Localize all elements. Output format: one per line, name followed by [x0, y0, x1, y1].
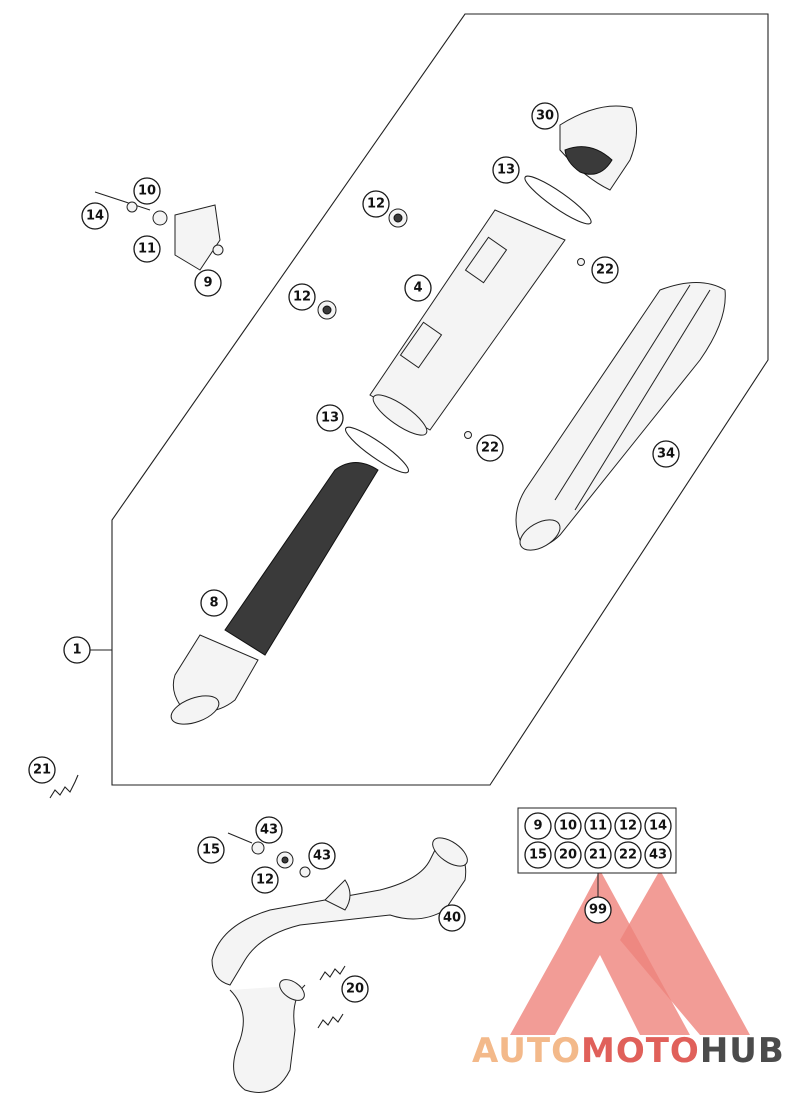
muffler-inner-tube-part: [369, 209, 566, 436]
svg-text:22: 22: [481, 441, 499, 456]
callout-43-upper: 43: [255, 816, 283, 844]
end-cap-part: [559, 105, 637, 191]
callout-14-bracket: 14: [81, 202, 109, 230]
svg-text:22: 22: [619, 848, 637, 863]
callout-99: 99: [584, 896, 612, 924]
callout-22-upper: 22: [591, 256, 619, 284]
svg-text:10: 10: [138, 184, 156, 199]
kit-cell: 43: [644, 841, 672, 869]
svg-text:9: 9: [203, 276, 212, 291]
svg-text:13: 13: [497, 163, 515, 178]
kit-cell: 11: [584, 812, 612, 840]
screw-lower: [464, 431, 472, 439]
kit-cell: 15: [524, 841, 552, 869]
kit-cell: 14: [644, 812, 672, 840]
svg-text:9: 9: [533, 819, 542, 834]
kit-cell: 10: [554, 812, 582, 840]
o-ring-upper: [524, 175, 592, 225]
svg-text:11: 11: [589, 819, 607, 834]
callout-12-middle: 12: [288, 283, 316, 311]
callout-21: 21: [28, 756, 56, 784]
assembly-boundary: [111, 13, 769, 786]
svg-text:15: 15: [202, 843, 220, 858]
svg-text:21: 21: [33, 763, 51, 778]
kit-cell: 9: [524, 812, 552, 840]
svg-text:12: 12: [367, 197, 385, 212]
header-hardware: [227, 832, 311, 878]
watermark-text: AUTOMOTOHUB: [472, 1031, 785, 1071]
svg-text:14: 14: [649, 819, 667, 834]
spring-21: [49, 774, 79, 799]
kit-cell: 20: [554, 841, 582, 869]
callout-43-lower: 43: [308, 842, 336, 870]
callout-12-lower: 12: [251, 866, 279, 894]
svg-text:11: 11: [138, 242, 156, 257]
svg-text:12: 12: [619, 819, 637, 834]
svg-text:13: 13: [321, 411, 339, 426]
callout-40: 40: [438, 904, 466, 932]
svg-text:20: 20: [346, 982, 364, 997]
callout-10: 10: [133, 177, 161, 205]
kit-cell: 21: [584, 841, 612, 869]
callout-11: 11: [133, 235, 161, 263]
callout-9: 9: [194, 269, 222, 297]
svg-text:15: 15: [529, 848, 547, 863]
watermark-auto: AUTO: [472, 1031, 581, 1071]
kit-cell: 12: [614, 812, 642, 840]
svg-text:1: 1: [72, 643, 81, 658]
svg-text:4: 4: [413, 281, 422, 296]
callout-13-upper: 13: [492, 156, 520, 184]
watermark-hub: HUB: [700, 1031, 785, 1071]
callout-13-lower: 13: [316, 404, 344, 432]
grommet-upper: [388, 208, 408, 228]
callout-30: 30: [531, 102, 559, 130]
spring-20-upper: [319, 965, 346, 981]
header-pipe-part: [211, 837, 468, 1093]
watermark-moto: MOTO: [581, 1031, 700, 1071]
svg-text:10: 10: [559, 819, 577, 834]
svg-text:43: 43: [260, 823, 278, 838]
o-ring-lower: [344, 426, 410, 474]
svg-text:43: 43: [313, 849, 331, 864]
callout-12-upper: 12: [362, 190, 390, 218]
bracket-assembly: [94, 191, 224, 271]
grommet-middle: [317, 300, 337, 320]
svg-text:8: 8: [209, 596, 218, 611]
callout-34: 34: [652, 440, 680, 468]
perforated-pipe-part: [170, 462, 379, 725]
svg-text:99: 99: [589, 903, 607, 918]
watermark-logo: [510, 870, 750, 1035]
callout-20: 20: [341, 975, 369, 1003]
callout-22-lower: 22: [476, 434, 504, 462]
callout-15: 15: [197, 836, 225, 864]
svg-text:40: 40: [443, 911, 461, 926]
screw-upper: [577, 258, 585, 266]
callout-4: 4: [404, 274, 432, 302]
svg-text:20: 20: [559, 848, 577, 863]
svg-text:34: 34: [657, 447, 675, 462]
spring-20-lower: [317, 1013, 344, 1029]
callout-8: 8: [200, 589, 228, 617]
svg-text:12: 12: [293, 290, 311, 305]
muffler-sleeve-part: [515, 282, 726, 551]
svg-text:21: 21: [589, 848, 607, 863]
svg-text:14: 14: [86, 209, 104, 224]
svg-text:12: 12: [256, 873, 274, 888]
svg-text:30: 30: [536, 109, 554, 124]
kit-cell: 22: [614, 841, 642, 869]
svg-text:22: 22: [596, 263, 614, 278]
svg-text:43: 43: [649, 848, 667, 863]
callout-1: 1: [63, 636, 91, 664]
